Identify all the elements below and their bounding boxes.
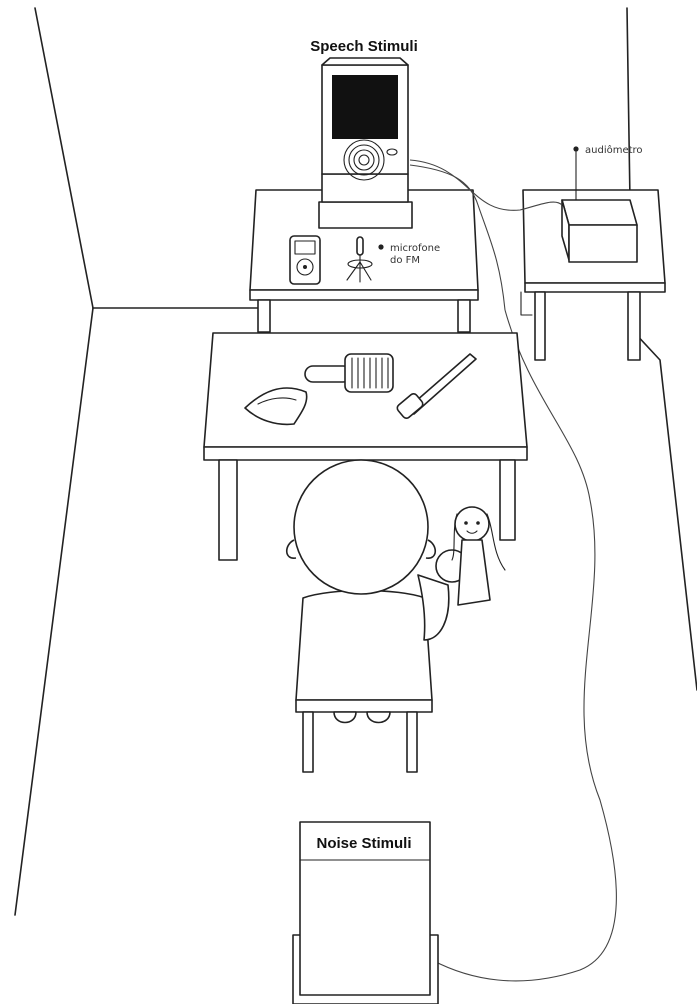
noise-stimuli-label: Noise Stimuli	[316, 835, 411, 852]
audiometro-label: audiômetro	[585, 144, 643, 156]
audiometer-icon	[562, 200, 637, 262]
speech-stimuli-label: Speech Stimuli	[310, 38, 418, 55]
microfone-label-1: microfone	[390, 243, 440, 254]
microfone-label-2: do FM	[390, 255, 420, 266]
fm-receiver-icon	[290, 236, 320, 284]
speech-speaker	[319, 58, 412, 228]
speaker-panel	[332, 75, 398, 139]
chair	[296, 591, 432, 773]
